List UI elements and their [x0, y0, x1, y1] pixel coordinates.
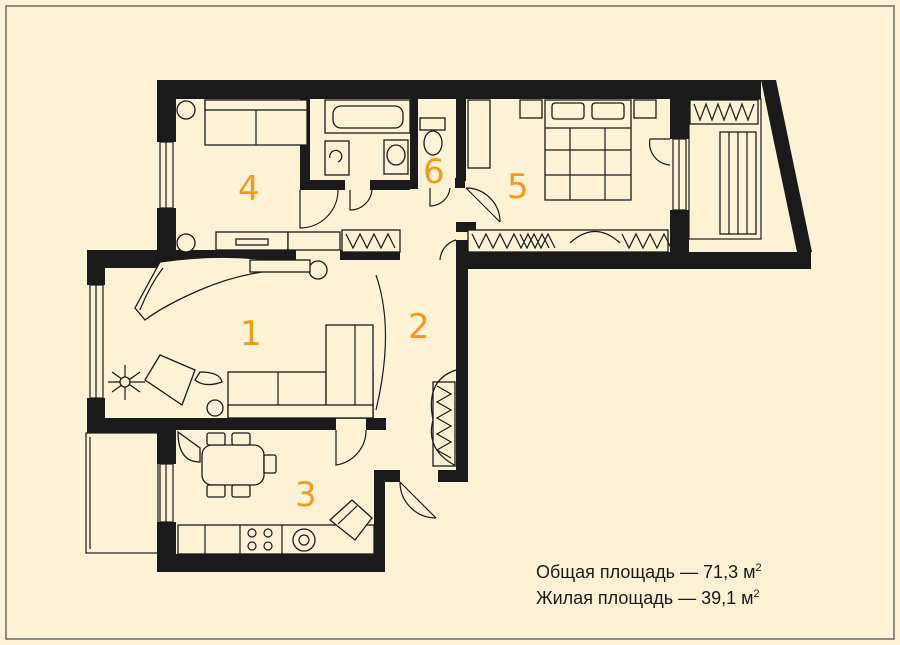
total-area-text: Общая площадь — 71,3 м — [536, 562, 756, 582]
living-area-text: Жилая площадь — 39,1 м — [536, 588, 754, 608]
bathroom-fixtures — [324, 99, 446, 176]
living-area-label: Жилая площадь — 39,1 м2 — [536, 588, 760, 609]
total-area-label: Общая площадь — 71,3 м2 — [536, 562, 762, 583]
corridor-wardrobe — [430, 369, 457, 467]
room-numbers: 1 2 3 4 5 6 — [238, 152, 529, 515]
windows — [89, 138, 687, 523]
page-frame — [5, 5, 895, 640]
room-number-4: 4 — [238, 169, 260, 209]
room-number-6: 6 — [423, 152, 445, 192]
room-4-furniture — [176, 99, 401, 253]
room-number-1: 1 — [240, 314, 262, 354]
walls — [85, 80, 812, 572]
room-number-5: 5 — [507, 167, 529, 207]
kitchen-furniture — [177, 430, 375, 555]
room-1-furniture — [108, 256, 374, 419]
doors — [299, 138, 671, 519]
total-area-unit-exponent: 2 — [755, 562, 762, 574]
balcony-wardrobe — [689, 99, 759, 235]
room-number-3: 3 — [295, 475, 317, 515]
room-5-furniture — [467, 99, 672, 253]
room-number-2: 2 — [408, 307, 430, 347]
living-area-unit-exponent: 2 — [753, 588, 760, 600]
